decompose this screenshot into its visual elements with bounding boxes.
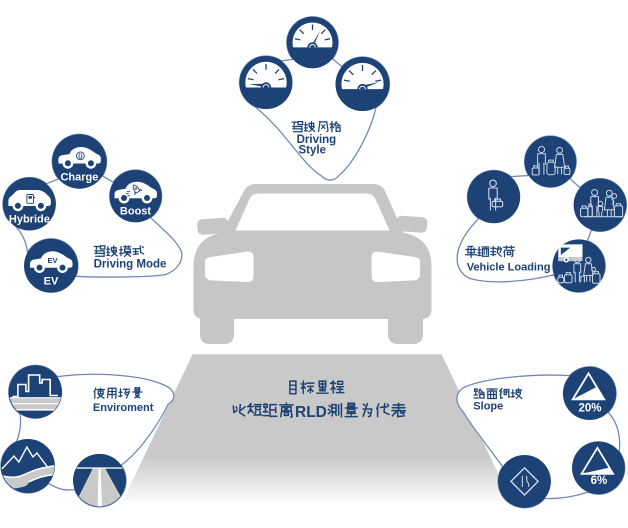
svg-text:EV: EV bbox=[47, 256, 57, 265]
svg-text:Hybride: Hybride bbox=[9, 213, 50, 225]
svg-text:20%: 20% bbox=[578, 402, 601, 414]
svg-text:Slope: Slope bbox=[473, 400, 503, 412]
svg-text:Vehicle Loading: Vehicle Loading bbox=[467, 261, 551, 273]
svg-text:EV: EV bbox=[44, 275, 59, 287]
svg-text:6%: 6% bbox=[591, 475, 608, 487]
svg-text:Style: Style bbox=[299, 144, 327, 156]
svg-text:Enviroment: Enviroment bbox=[93, 402, 154, 414]
svg-text:Charge: Charge bbox=[60, 171, 98, 183]
svg-text:Boost: Boost bbox=[120, 205, 152, 217]
svg-text:Driving Mode: Driving Mode bbox=[94, 259, 167, 271]
svg-text:RLD: RLD bbox=[295, 404, 327, 421]
